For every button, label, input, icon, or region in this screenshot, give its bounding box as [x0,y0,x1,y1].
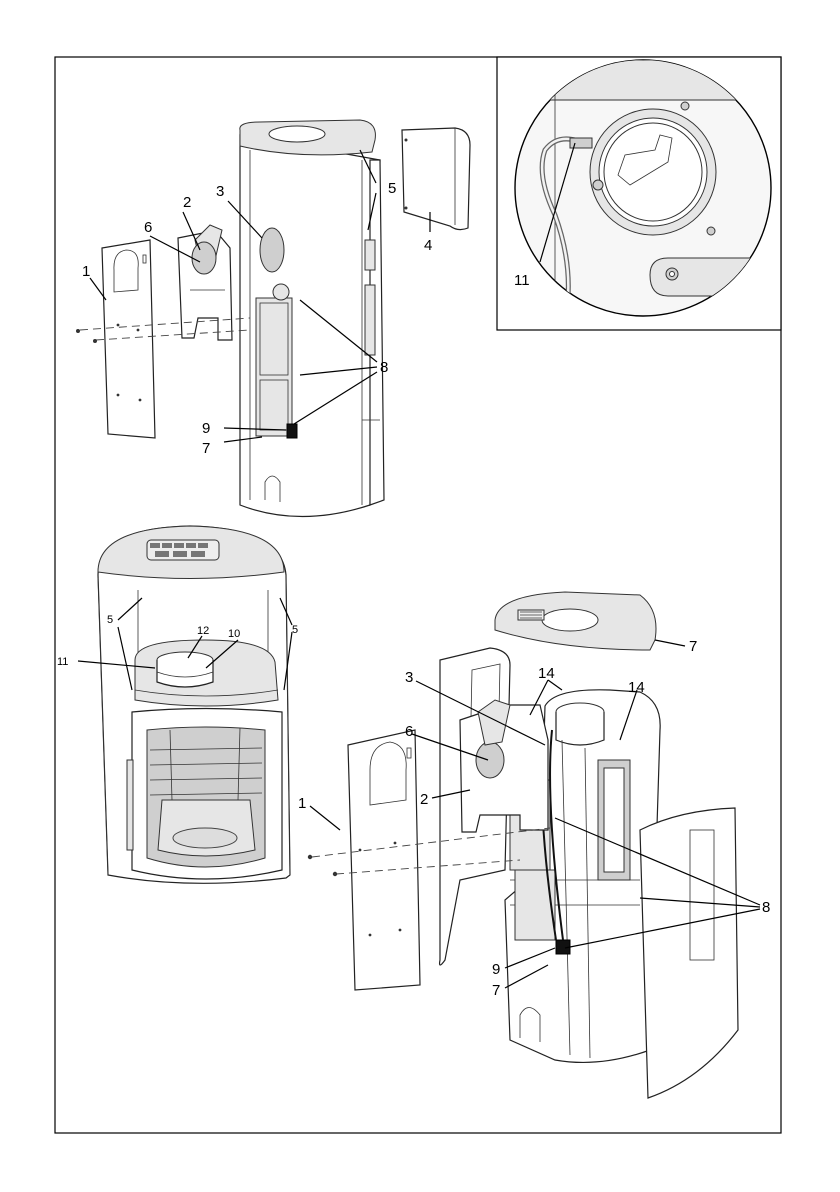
callout-br-14b: 14 [628,679,645,696]
callout-inset-11: 11 [514,272,530,289]
callout-6: 6 [144,219,152,236]
callout-br-8: 8 [762,899,770,916]
callout-br-6: 6 [405,723,413,740]
callout-4: 4 [424,237,432,254]
callout-8: 8 [380,359,388,376]
screw-top-2 [93,339,97,343]
top-exploded-view: 1 2 3 4 5 6 7 8 9 [76,120,470,517]
callout-7: 7 [202,440,210,457]
callout-br-9: 9 [492,961,500,978]
callout-bl-10: 10 [228,628,240,640]
callout-bl-5b: 5 [292,624,298,636]
top-cover-br [495,592,656,650]
callout-5: 5 [388,180,396,197]
deflector-br [460,700,548,832]
callout-2: 2 [183,194,191,211]
callout-br-2: 2 [420,791,428,808]
callout-9: 9 [202,420,210,437]
screw-br-1 [308,855,312,859]
screw-top-1 [76,329,80,333]
callout-br-3: 3 [405,669,413,686]
callout-1: 1 [82,263,90,280]
bottom-left-view: 5 5 10 11 12 [57,526,298,883]
inset-detail: 11 [497,57,781,330]
callout-bl-5a: 5 [107,614,113,626]
rear-panel-br [348,730,420,990]
callout-br-7: 7 [492,982,500,999]
callout-br-1: 1 [298,795,306,812]
stove-body-top [240,120,384,517]
front-door-br [640,808,738,1098]
callout-bl-12: 12 [197,625,209,637]
callout-br-7-top: 7 [689,638,697,655]
screw-br-2 [333,872,337,876]
callout-3: 3 [216,183,224,200]
callout-bl-11: 11 [57,656,68,668]
callout-br-14a: 14 [538,665,555,682]
bottom-right-exploded-view: 1 2 3 6 7 14 14 8 9 7 [298,592,770,1098]
side-cover-top [402,128,470,230]
